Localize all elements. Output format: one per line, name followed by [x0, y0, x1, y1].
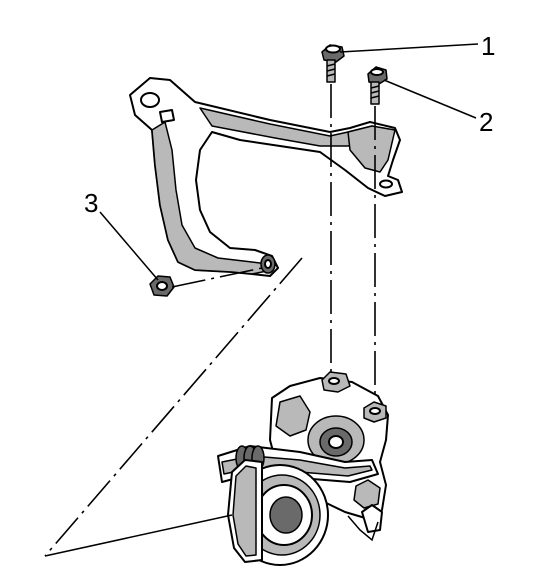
bolt-1	[321, 44, 345, 83]
lower-component	[217, 371, 389, 566]
mounting-bracket	[129, 77, 403, 277]
callout-label-3: 3	[84, 188, 98, 218]
callout-label-1: 1	[481, 31, 495, 61]
alignment-lines	[171, 84, 376, 405]
bolt-2	[367, 66, 388, 105]
nut-3	[149, 275, 175, 297]
callout-leaders	[99, 43, 479, 281]
callout-label-2: 2	[479, 107, 493, 137]
view-indicator-lines	[44, 257, 303, 557]
